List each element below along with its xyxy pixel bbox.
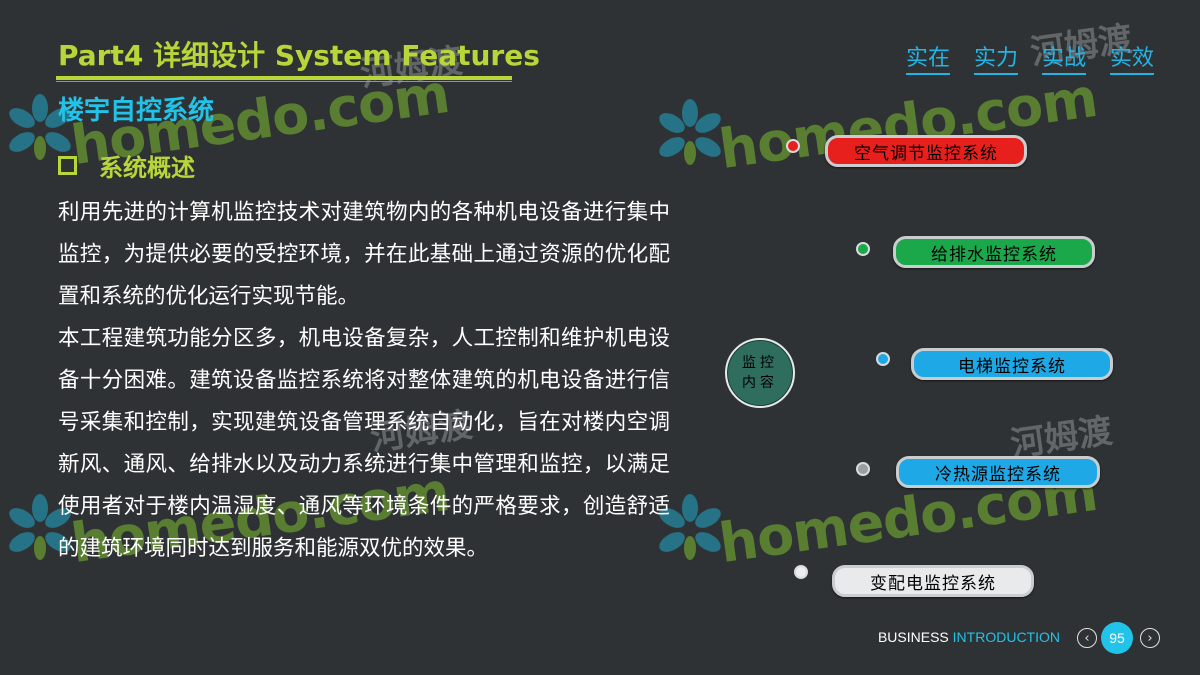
- tagline-item: 实效: [1109, 40, 1154, 75]
- system-item-label: 电梯监控系统: [958, 356, 1066, 377]
- system-item-cooling-heating: 冷热源监控系统: [896, 456, 1100, 488]
- system-item-power: 变配电监控系统: [832, 565, 1034, 597]
- diagram-hub: 监控内容: [725, 338, 795, 408]
- item-dot: [786, 139, 800, 153]
- item-dot: [856, 462, 870, 476]
- hub-label: 监控内容: [742, 355, 778, 391]
- title-underline: [56, 76, 512, 80]
- footer-business: BUSINESS: [877, 629, 949, 645]
- square-outline-icon: [58, 156, 77, 175]
- item-dot: [794, 565, 808, 579]
- tagline-item: 实在: [905, 40, 950, 75]
- system-item-hvac: 空气调节监控系统: [825, 135, 1027, 167]
- flower-logo-icon: [659, 99, 721, 165]
- tagline: 实在 实力 实战 实效: [905, 40, 1154, 75]
- tagline-item: 实战: [1041, 40, 1086, 75]
- footer-label: BUSINESS INTRODUCTION: [878, 629, 1060, 645]
- section-heading-label: 系统概述: [99, 154, 195, 182]
- item-dot: [876, 352, 890, 366]
- footer-introduction: INTRODUCTION: [952, 629, 1060, 645]
- page-number: 95: [1101, 622, 1133, 654]
- body-paragraph: 利用先进的计算机监控技术对建筑物内的各种机电设备进行集中监控，为提供必要的受控环…: [58, 200, 670, 309]
- chevron-left-icon[interactable]: ‹: [1077, 628, 1097, 648]
- tagline-item: 实力: [973, 40, 1018, 75]
- body-text: 利用先进的计算机监控技术对建筑物内的各种机电设备进行集中监控，为提供必要的受控环…: [58, 192, 670, 570]
- body-paragraph: 本工程建筑功能分区多，机电设备复杂，人工控制和维护机电设备十分困难。建筑设备监控…: [58, 326, 670, 561]
- system-item-water: 给排水监控系统: [893, 236, 1095, 268]
- section-subtitle: 楼宇自控系统: [58, 96, 215, 126]
- system-item-elevator: 电梯监控系统: [911, 348, 1113, 380]
- system-item-label: 变配电监控系统: [870, 573, 996, 594]
- title-underline-accent: [56, 81, 512, 82]
- section-heading: 系统概述: [58, 148, 195, 183]
- system-item-label: 给排水监控系统: [931, 244, 1057, 265]
- item-dot: [856, 242, 870, 256]
- chevron-right-icon[interactable]: ›: [1140, 628, 1160, 648]
- system-item-label: 空气调节监控系统: [854, 143, 998, 164]
- page-title: Part4 详细设计 System Features: [58, 39, 540, 72]
- system-item-label: 冷热源监控系统: [935, 464, 1061, 485]
